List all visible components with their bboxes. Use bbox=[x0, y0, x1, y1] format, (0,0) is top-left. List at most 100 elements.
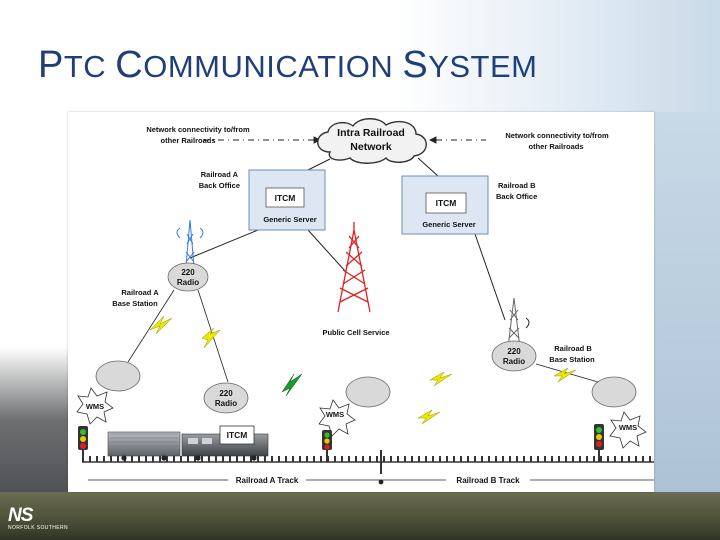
loco-window-2 bbox=[202, 438, 212, 444]
base-a-radio-icon: 220 Radio bbox=[167, 262, 209, 292]
wayside-mid-radio-icon bbox=[345, 376, 391, 408]
signal-mid-icon bbox=[322, 430, 332, 462]
logo-text: NORFOLK SOUTHERN bbox=[8, 525, 69, 531]
ns-logo-mark: NS bbox=[8, 505, 33, 526]
back-office-b-line2: Back Office bbox=[496, 192, 537, 201]
cloud-label-line2: Network bbox=[350, 141, 392, 153]
title-cap-p: P bbox=[38, 44, 64, 86]
base-a-radio-line1: 220 bbox=[181, 268, 195, 277]
base-a-radio-shape bbox=[167, 262, 209, 292]
wayside-left-radio-shape bbox=[95, 360, 141, 392]
ptc-network-diagram: Intra Railroad Network ITCM Generic Serv… bbox=[76, 118, 654, 485]
loco-itcm-label: ITCM bbox=[227, 430, 248, 440]
intra-railroad-network-cloud: Intra Railroad Network bbox=[317, 118, 427, 164]
cloud-label-line1: Intra Railroad bbox=[337, 127, 405, 139]
wms-left-star-icon: WMS bbox=[76, 387, 114, 425]
freight-car-body bbox=[107, 431, 181, 457]
signal-mid-red bbox=[324, 444, 330, 450]
freight-car-ribs bbox=[110, 433, 178, 451]
loco-radio-line2: Radio bbox=[215, 399, 237, 408]
track-a-label: Railroad A Track bbox=[236, 476, 299, 485]
back-office-a-line1: Railroad A bbox=[201, 170, 239, 179]
server-b: ITCM Generic Server bbox=[401, 175, 489, 235]
base-a-radio-line2: Radio bbox=[177, 278, 199, 287]
wayside-mid-radio-shape bbox=[345, 376, 391, 408]
ptc-diagram: Intra Railroad Network ITCM Generic Serv… bbox=[68, 112, 654, 492]
net-link-left-arrowhead bbox=[313, 136, 322, 144]
bolt-base-b bbox=[553, 367, 577, 383]
wheel-1 bbox=[121, 455, 127, 461]
base-b-radio-shape bbox=[491, 340, 537, 372]
slide-background-right bbox=[654, 112, 720, 540]
loco-radio-icon: 220 Radio bbox=[203, 382, 249, 414]
title-rest-communication: OMMUNICATION bbox=[143, 49, 403, 84]
wms-right-star bbox=[609, 411, 647, 449]
tower-b-waves bbox=[525, 317, 530, 329]
bolt-loco-mid bbox=[417, 409, 441, 425]
back-office-b-line1: Railroad B bbox=[498, 181, 536, 190]
wms-right-star-icon: WMS bbox=[609, 411, 647, 449]
loco-radio-line1: 220 bbox=[219, 389, 233, 398]
track-b-label: Railroad B Track bbox=[456, 476, 520, 485]
base-a-line1: Railroad A bbox=[121, 288, 159, 297]
wheel-2 bbox=[161, 455, 167, 461]
tower-b-lattice bbox=[508, 309, 520, 339]
signal-right-icon bbox=[594, 424, 604, 462]
net-right-line2: other Railroads bbox=[528, 142, 583, 151]
base-a-line2: Base Station bbox=[112, 299, 158, 308]
signal-mid-yellow bbox=[324, 438, 330, 444]
wms-right-label: WMS bbox=[619, 423, 637, 432]
wms-left-star bbox=[76, 387, 114, 425]
server-a-label: Generic Server bbox=[263, 215, 316, 224]
signal-right-red bbox=[596, 441, 602, 447]
signal-left-icon bbox=[78, 426, 88, 462]
wayside-right-radio-icon bbox=[591, 376, 637, 408]
norfolk-southern-logo: NS NORFOLK SOUTHERN bbox=[8, 506, 80, 532]
wms-mid-label: WMS bbox=[326, 410, 344, 419]
wheel-4 bbox=[251, 455, 257, 461]
wireless-links bbox=[149, 315, 577, 425]
signal-mid-green bbox=[324, 432, 330, 438]
wayside-left-radio-icon bbox=[95, 360, 141, 392]
net-link-right-arrowhead bbox=[428, 136, 437, 144]
server-b-label: Generic Server bbox=[422, 220, 475, 229]
server-b-itcm: ITCM bbox=[436, 198, 457, 208]
title-rest-tc: TC bbox=[63, 49, 116, 84]
wms-mid-star-icon: WMS bbox=[318, 399, 356, 437]
signal-left-red bbox=[80, 443, 86, 449]
base-b-line2: Base Station bbox=[549, 355, 595, 364]
server-a-itcm: ITCM bbox=[275, 193, 296, 203]
server-a-itcm-box bbox=[265, 187, 305, 208]
network-connectivity-arrows bbox=[203, 136, 486, 144]
loco-window-1 bbox=[188, 438, 198, 444]
railroad-track bbox=[82, 450, 654, 474]
loco-itcm-box bbox=[219, 425, 255, 445]
net-left-line1: Network connectivity to/from bbox=[146, 125, 250, 134]
bolt-base-a-left bbox=[149, 315, 173, 335]
wheel-3 bbox=[195, 455, 201, 461]
tower-b-legs bbox=[507, 297, 521, 349]
connection-lines bbox=[189, 157, 506, 321]
bolt-public-cell bbox=[281, 373, 303, 397]
track-dimension-lines bbox=[88, 479, 654, 485]
link-cloud-server-b bbox=[417, 157, 439, 177]
base-b-radio-line1: 220 bbox=[507, 347, 521, 356]
slide-title: PTC COMMUNICATION SYSTEM bbox=[38, 46, 537, 84]
wms-mid-star bbox=[318, 399, 356, 437]
signal-left-yellow bbox=[80, 436, 86, 442]
link-server-b-base-b bbox=[474, 233, 506, 321]
net-left-line2: other Railroads bbox=[160, 136, 215, 145]
track-split-dot bbox=[378, 479, 384, 485]
link-server-a-public-cell bbox=[307, 229, 347, 273]
cloud-shape bbox=[317, 118, 427, 164]
title-rest-system: YSTEM bbox=[428, 49, 538, 84]
base-b-radio-icon: 220 Radio bbox=[491, 340, 537, 372]
link-server-a-base-a bbox=[189, 229, 259, 259]
public-cell-tower-icon bbox=[337, 222, 371, 313]
tower-a-waves bbox=[176, 227, 204, 239]
net-right-line1: Network connectivity to/from bbox=[505, 131, 609, 140]
link-base-a-wayside-left bbox=[127, 289, 175, 363]
back-office-a-line2: Back Office bbox=[199, 181, 240, 190]
title-cap-c: C bbox=[115, 44, 144, 86]
public-cell-label: Public Cell Service bbox=[322, 328, 389, 337]
